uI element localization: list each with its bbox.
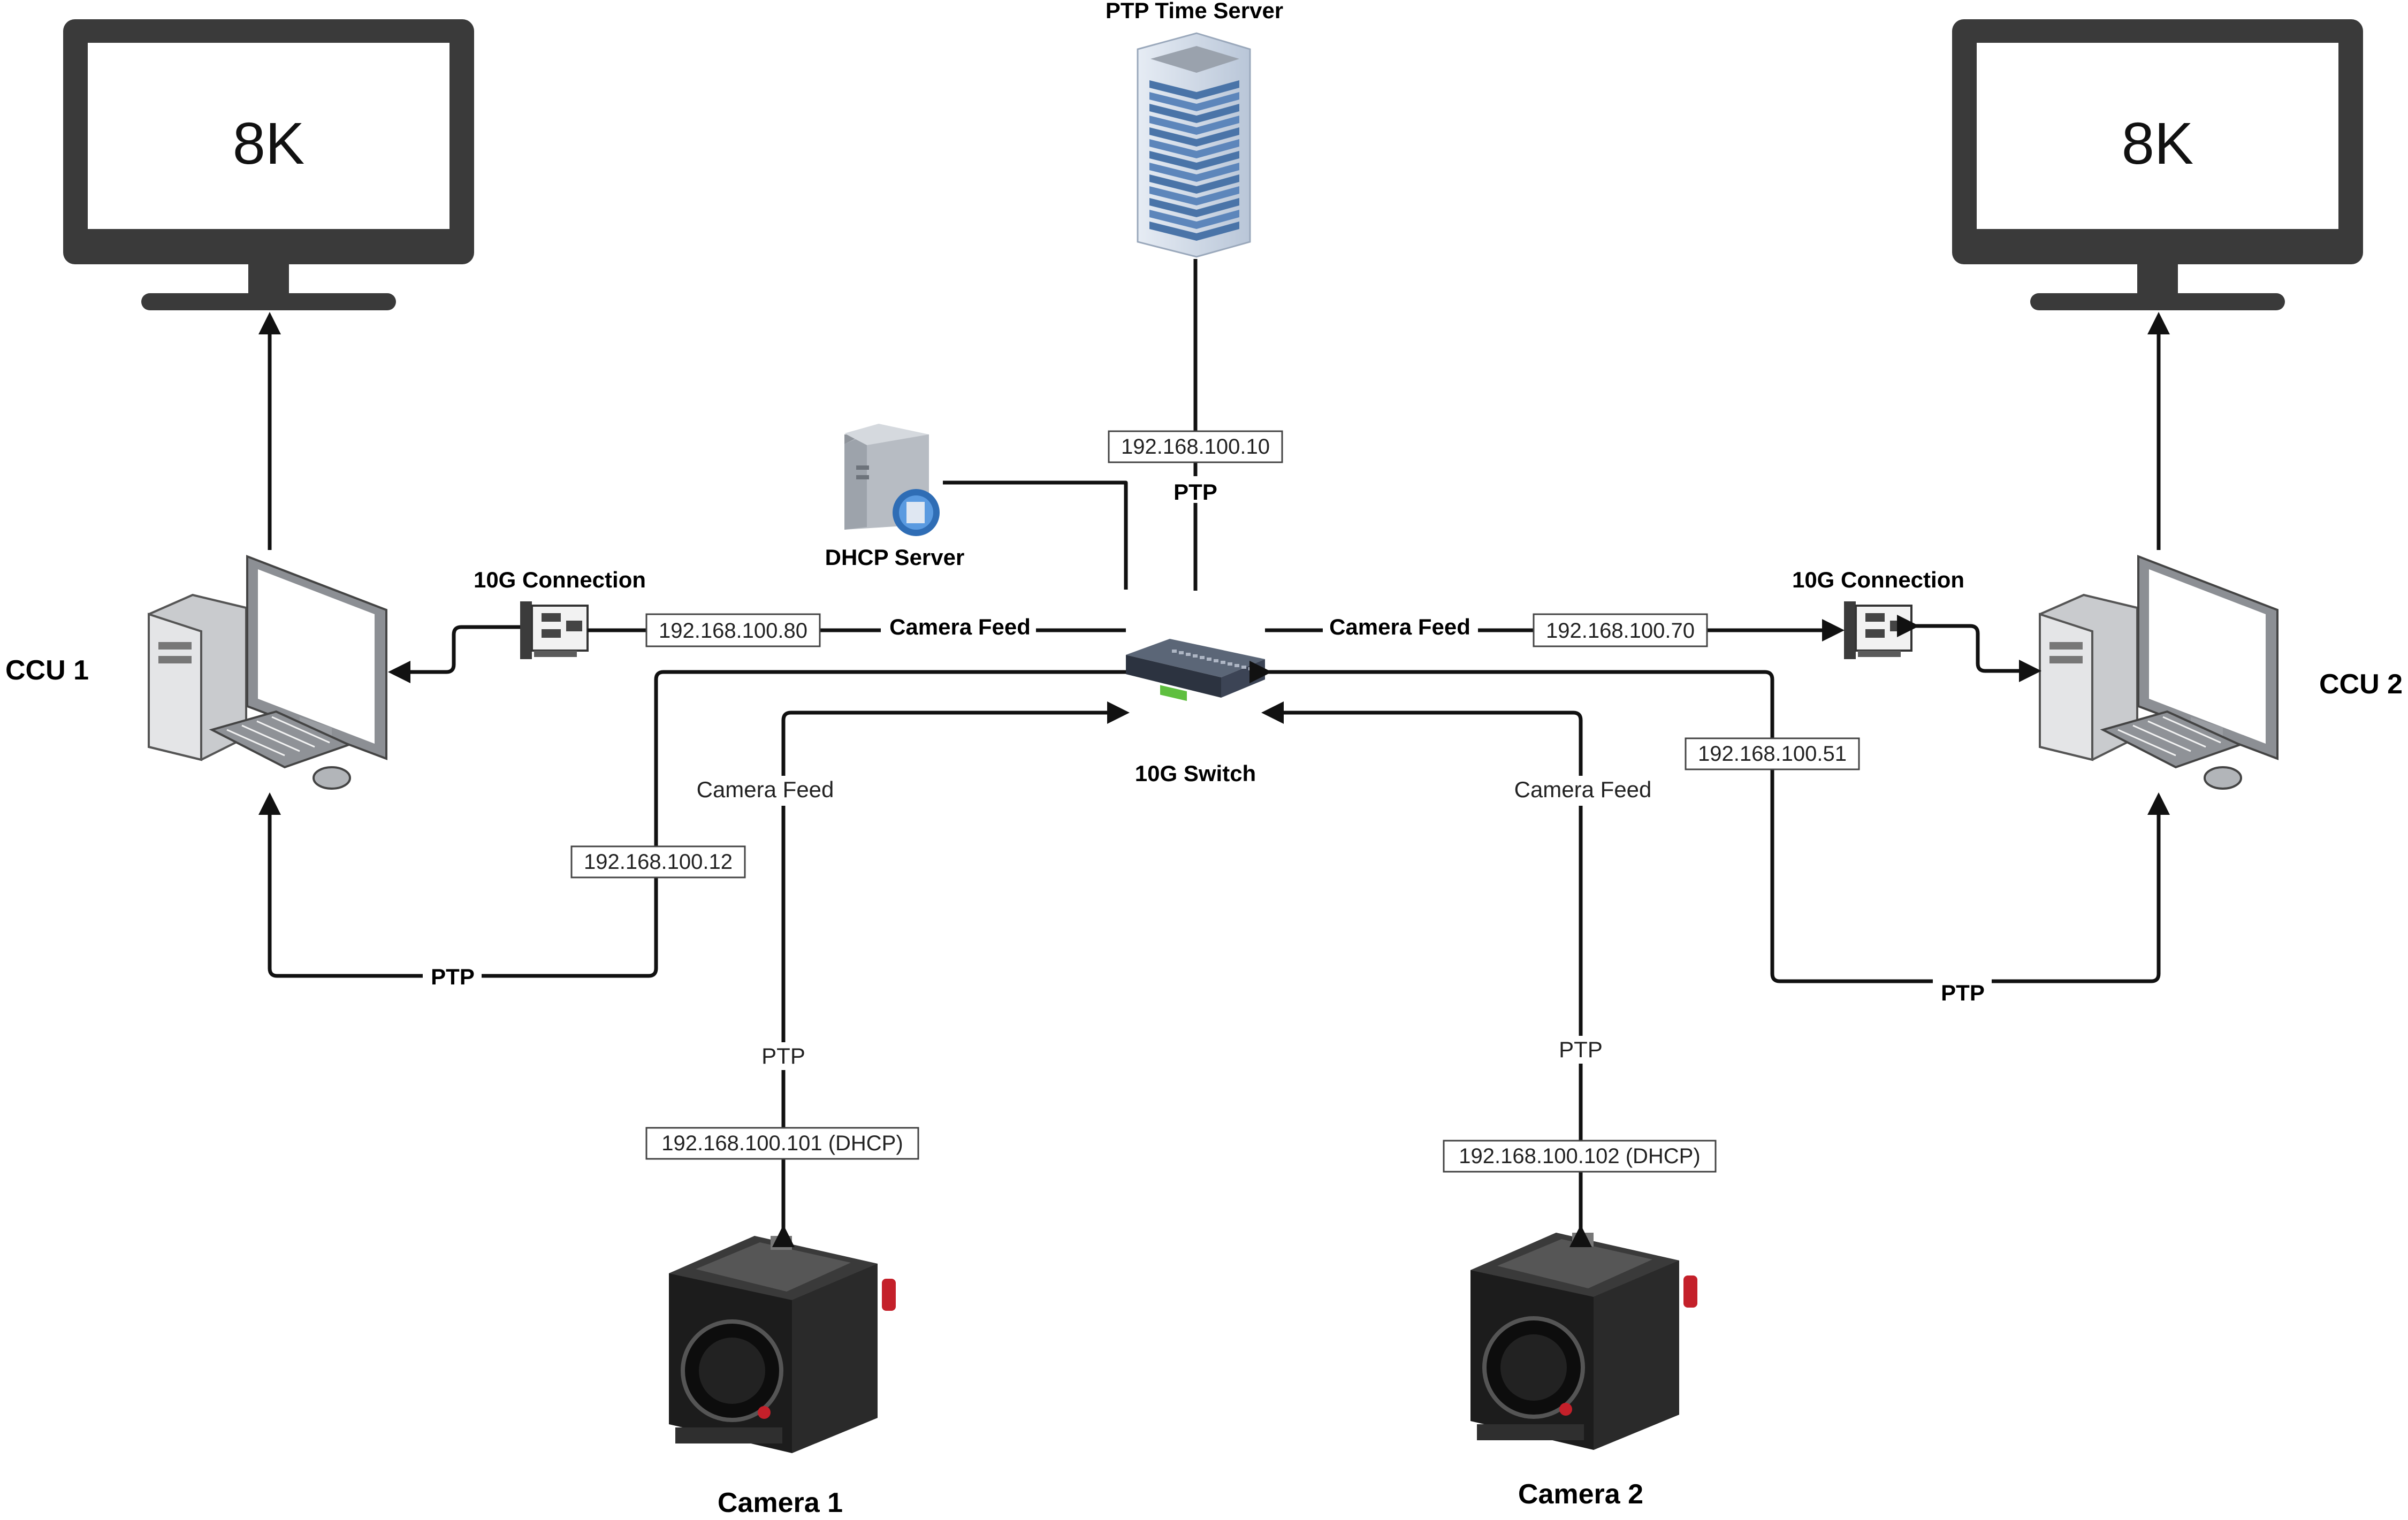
- ccu1-nic-to-pc-link: [388, 625, 520, 683]
- cam2-feed-label-bg: [1488, 776, 1670, 806]
- ccu1-ptp-ip: 192.168.100.12: [584, 850, 733, 874]
- cam1-feed-label: Camera Feed: [697, 777, 834, 802]
- monitor-right-icon: [1952, 19, 2363, 310]
- ccu1-feed-label-bg: [881, 613, 1036, 643]
- rack-unit: [1149, 151, 1239, 170]
- dhcp-server-link: [943, 480, 1128, 590]
- ptp-server-ip-box: [1108, 430, 1283, 463]
- ccu2-feed-label: Camera Feed: [1329, 614, 1470, 639]
- ccu2-nic-label: 10G Connection: [1792, 567, 1964, 592]
- dhcp-server-icon: [844, 424, 940, 536]
- rack-unit: [1149, 139, 1239, 158]
- camera1-link: [772, 701, 1130, 1247]
- ccu1-feed-label: Camera Feed: [889, 614, 1031, 639]
- switch-port: [1200, 656, 1205, 659]
- camera2-icon: [1470, 1233, 1697, 1450]
- ccu1-ptp-label: PTP: [431, 964, 475, 989]
- switch-port: [1221, 661, 1225, 664]
- monitor-left-icon: [63, 19, 474, 310]
- rack-unit: [1149, 221, 1239, 241]
- cam2-ip: 192.168.100.102 (DHCP): [1459, 1144, 1700, 1168]
- ccu2-feed-label-bg: [1323, 613, 1478, 643]
- ccu1-ptp-link: [258, 670, 1126, 978]
- ccu1-ptp-ip-box: [570, 845, 746, 879]
- ccu2-label: CCU 2: [2319, 669, 2403, 700]
- ccu1-nic-label: 10G Connection: [474, 567, 646, 592]
- ccu1-ptp-label-bg: [423, 962, 482, 990]
- ccu2-ptp-label-bg: [1933, 967, 1992, 995]
- cam1-ptp-label-bg: [755, 1042, 813, 1070]
- switch-port: [1241, 666, 1246, 669]
- camera1-label: Camera 1: [718, 1487, 843, 1518]
- cam2-ip-box: [1443, 1140, 1717, 1173]
- switch-port: [1248, 667, 1253, 670]
- switch-port: [1186, 653, 1191, 656]
- rack-unit: [1149, 92, 1239, 111]
- switch-title: 10G Switch: [1135, 761, 1256, 786]
- ccu1-nic-card-icon: [520, 601, 589, 659]
- cam1-ptp-label: PTP: [761, 1043, 805, 1068]
- ccu1-feed-ip-box: [645, 613, 821, 647]
- network-switch-icon: [1126, 639, 1265, 701]
- rack-unit: [1149, 116, 1239, 135]
- cam1-feed-label-bg: [690, 776, 872, 806]
- rack-unit: [1149, 210, 1239, 229]
- switch-port: [1193, 654, 1198, 658]
- rack-unit: [1149, 174, 1239, 194]
- switch-port: [1228, 662, 1232, 666]
- switch-port: [1214, 659, 1218, 662]
- cam2-ptp-label-bg: [1552, 1036, 1611, 1064]
- ccu2-ptp-ip-box: [1685, 737, 1860, 770]
- ccu2-nic-to-pc-link: [1897, 615, 2041, 682]
- cam1-ip-box: [645, 1127, 919, 1160]
- switch-port: [1172, 650, 1177, 653]
- cam2-feed-label: Camera Feed: [1514, 777, 1652, 802]
- cam1-ip: 192.168.100.101 (DHCP): [661, 1132, 903, 1155]
- rack-unit: [1149, 163, 1239, 182]
- monitor-left-label: 8K: [233, 111, 305, 177]
- switch-port: [1235, 664, 1239, 667]
- ccu1-computer-icon: [148, 555, 387, 790]
- cam2-ptp-label: PTP: [1559, 1037, 1603, 1062]
- camera2-label: Camera 2: [1518, 1479, 1643, 1510]
- rack-unit: [1149, 104, 1239, 123]
- ccu2-computer-icon: [2039, 555, 2279, 790]
- dhcp-server-title: DHCP Server: [825, 545, 965, 570]
- ccu2-ptp-ip: 192.168.100.51: [1698, 742, 1847, 766]
- ccu2-ptp-label: PTP: [1941, 980, 1985, 1005]
- ptp-server-title: PTP Time Server: [1106, 0, 1283, 23]
- ptp-server-ip: 192.168.100.10: [1121, 435, 1270, 459]
- ptp-server-ptp-label: PTP: [1173, 479, 1217, 505]
- ccu2-ptp-link: [1249, 661, 2170, 983]
- ccu1-label: CCU 1: [5, 655, 89, 686]
- rack-unit: [1149, 198, 1239, 217]
- rack-unit: [1149, 186, 1239, 205]
- camera1-icon: [669, 1236, 896, 1453]
- ccu2-nic-card-icon: [1844, 601, 1912, 659]
- monitor-right-label: 8K: [2122, 111, 2194, 177]
- switch-port: [1179, 651, 1184, 654]
- switch-port: [1207, 658, 1211, 661]
- camera2-link: [1261, 701, 1592, 1247]
- ptp-server-label-bg: [1167, 476, 1224, 503]
- ccu2-feed-ip-box: [1533, 613, 1708, 647]
- rack-unit: [1149, 80, 1239, 100]
- rack-unit: [1149, 127, 1239, 147]
- ccu2-feed-ip: 192.168.100.70: [1546, 619, 1695, 643]
- ptp-server-rack-icon: [1137, 32, 1251, 258]
- ccu1-feed-ip: 192.168.100.80: [659, 619, 807, 643]
